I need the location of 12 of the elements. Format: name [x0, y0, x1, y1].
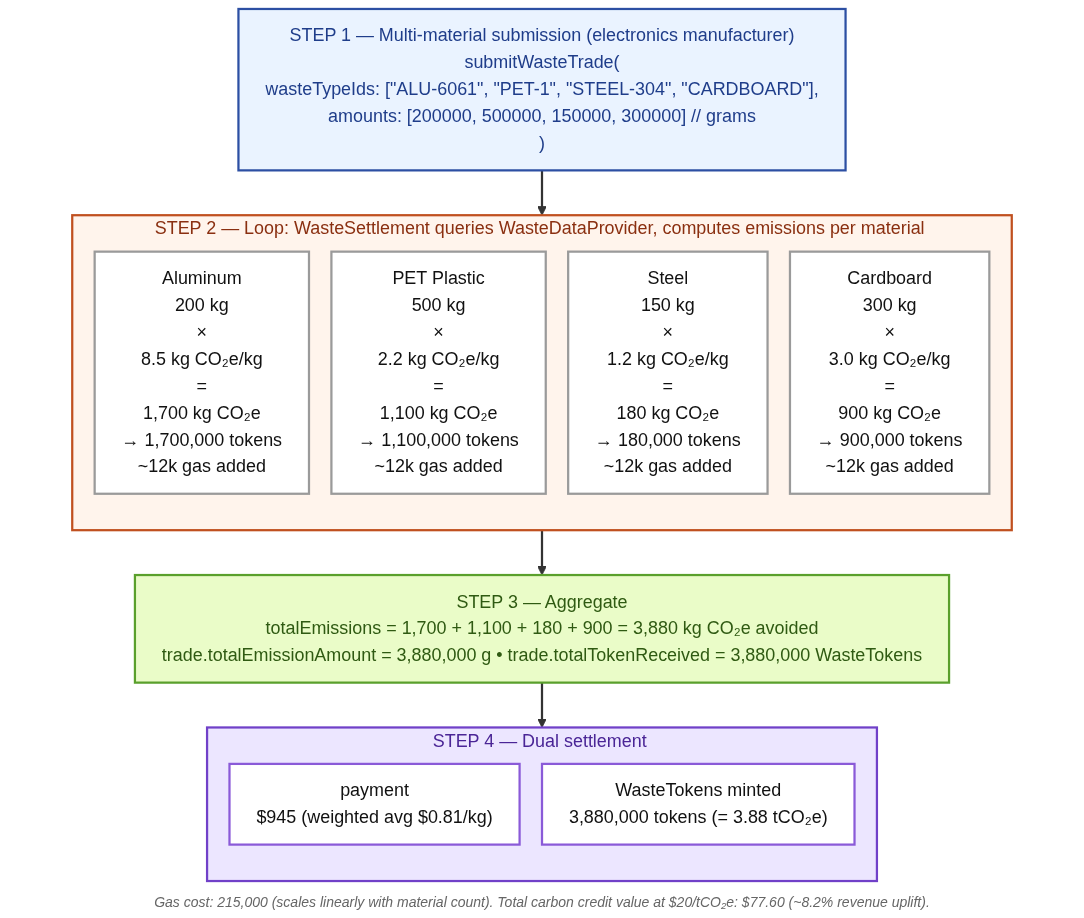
node-box: Steel 150 kg × 1.2 kg CO₂e/kg = 180 kg CO₂e → 180,000 tokens ~12k gas added: [567, 250, 769, 495]
node-box: WasteTokens minted 3,880,000 tokens (= 3.88 tCO₂e): [540, 762, 856, 846]
node-box: PET Plastic 500 kg × 2.2 kg CO₂e/kg = 1,100 kg CO₂e → 1,100,000 tokens ~12k gas added: [330, 250, 547, 495]
arrow: [537, 170, 547, 216]
node-box: STEP 1 — Multi-material submission (electronics manufacturer) submitWasteTrade( wasteTypeIds: ["ALU-6061", "PET-1", "STEEL-304", "CARDBOARD"], amounts: [200000, 500000, 150000, 300000] // grams ): [237, 7, 847, 172]
node-box: Aluminum 200 kg × 8.5 kg CO₂e/kg = 1,700 kg CO₂e → 1,700,000 tokens ~12k gas added: [93, 250, 311, 495]
node-box: Cardboard 300 kg × 3.0 kg CO₂e/kg = 900 kg CO₂e → 900,000 tokens ~12k gas added: [788, 250, 991, 495]
node-box: STEP 3 — Aggregate totalEmissions = 1,700 + 1,100 + 180 + 900 = 3,880 kg CO₂e avoided trade.totalEmissionAmount = 3,880,000 g • trade.totalTokenReceived = 3,880,000 WasteTokens: [133, 573, 951, 684]
node-box: payment $945 (weighted avg $0.81/kg): [228, 762, 521, 846]
arrow: [537, 530, 547, 576]
caption: Gas cost: 215,000 (scales linearly with material count). Total carbon credit value at $20/tCO₂e: $77.60 (~8.2% revenue uplift).: [154, 893, 930, 912]
arrow: [537, 682, 547, 728]
